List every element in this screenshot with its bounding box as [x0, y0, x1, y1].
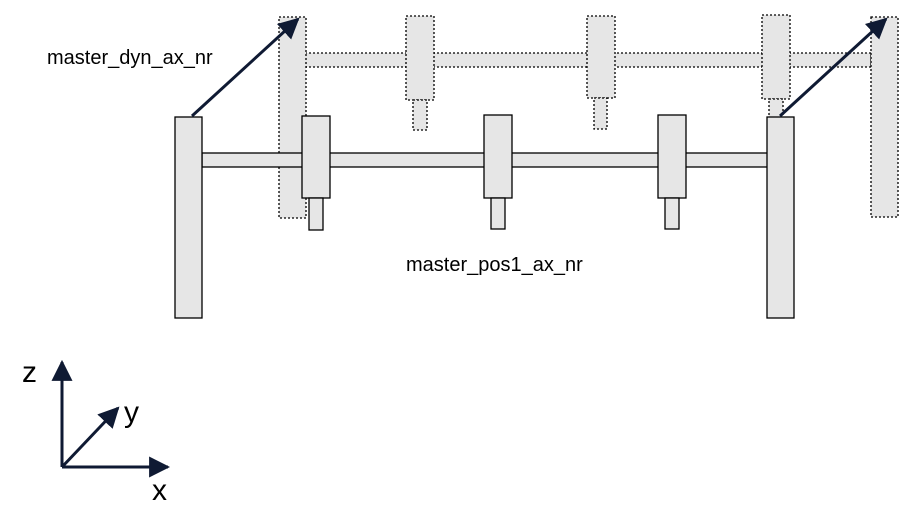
position-carriage-2	[483, 114, 513, 199]
coordinate-axes: z y x	[22, 356, 171, 507]
position-column-left	[174, 116, 203, 319]
y-axis-label: y	[124, 396, 139, 429]
dynamic-gantry	[278, 14, 899, 219]
position-tool-2	[490, 197, 506, 230]
dynamic-tool-3	[768, 98, 784, 122]
displacement-arrow-right	[778, 17, 888, 118]
position-column-right	[766, 116, 795, 319]
dynamic-carriage-3	[761, 14, 791, 100]
dynamic-axis-label: master_dyn_ax_nr	[47, 47, 213, 69]
dynamic-column-right	[870, 16, 899, 218]
dynamic-carriage-2	[586, 15, 616, 99]
position-tool-3	[664, 197, 680, 230]
position-axis-label: master_pos1_ax_nr	[406, 254, 583, 276]
x-axis-label: x	[152, 474, 167, 507]
dynamic-tool-1	[412, 99, 428, 131]
position-gantry	[174, 114, 795, 319]
position-carriage-3	[657, 114, 687, 199]
z-axis-label: z	[22, 356, 37, 389]
displacement-arrow-left	[190, 17, 300, 118]
dynamic-carriage-1	[405, 15, 435, 101]
position-carriage-1	[301, 115, 331, 199]
dynamic-tool-2	[593, 97, 608, 130]
position-tool-1	[308, 197, 324, 231]
y-axis-arrow	[60, 406, 120, 469]
